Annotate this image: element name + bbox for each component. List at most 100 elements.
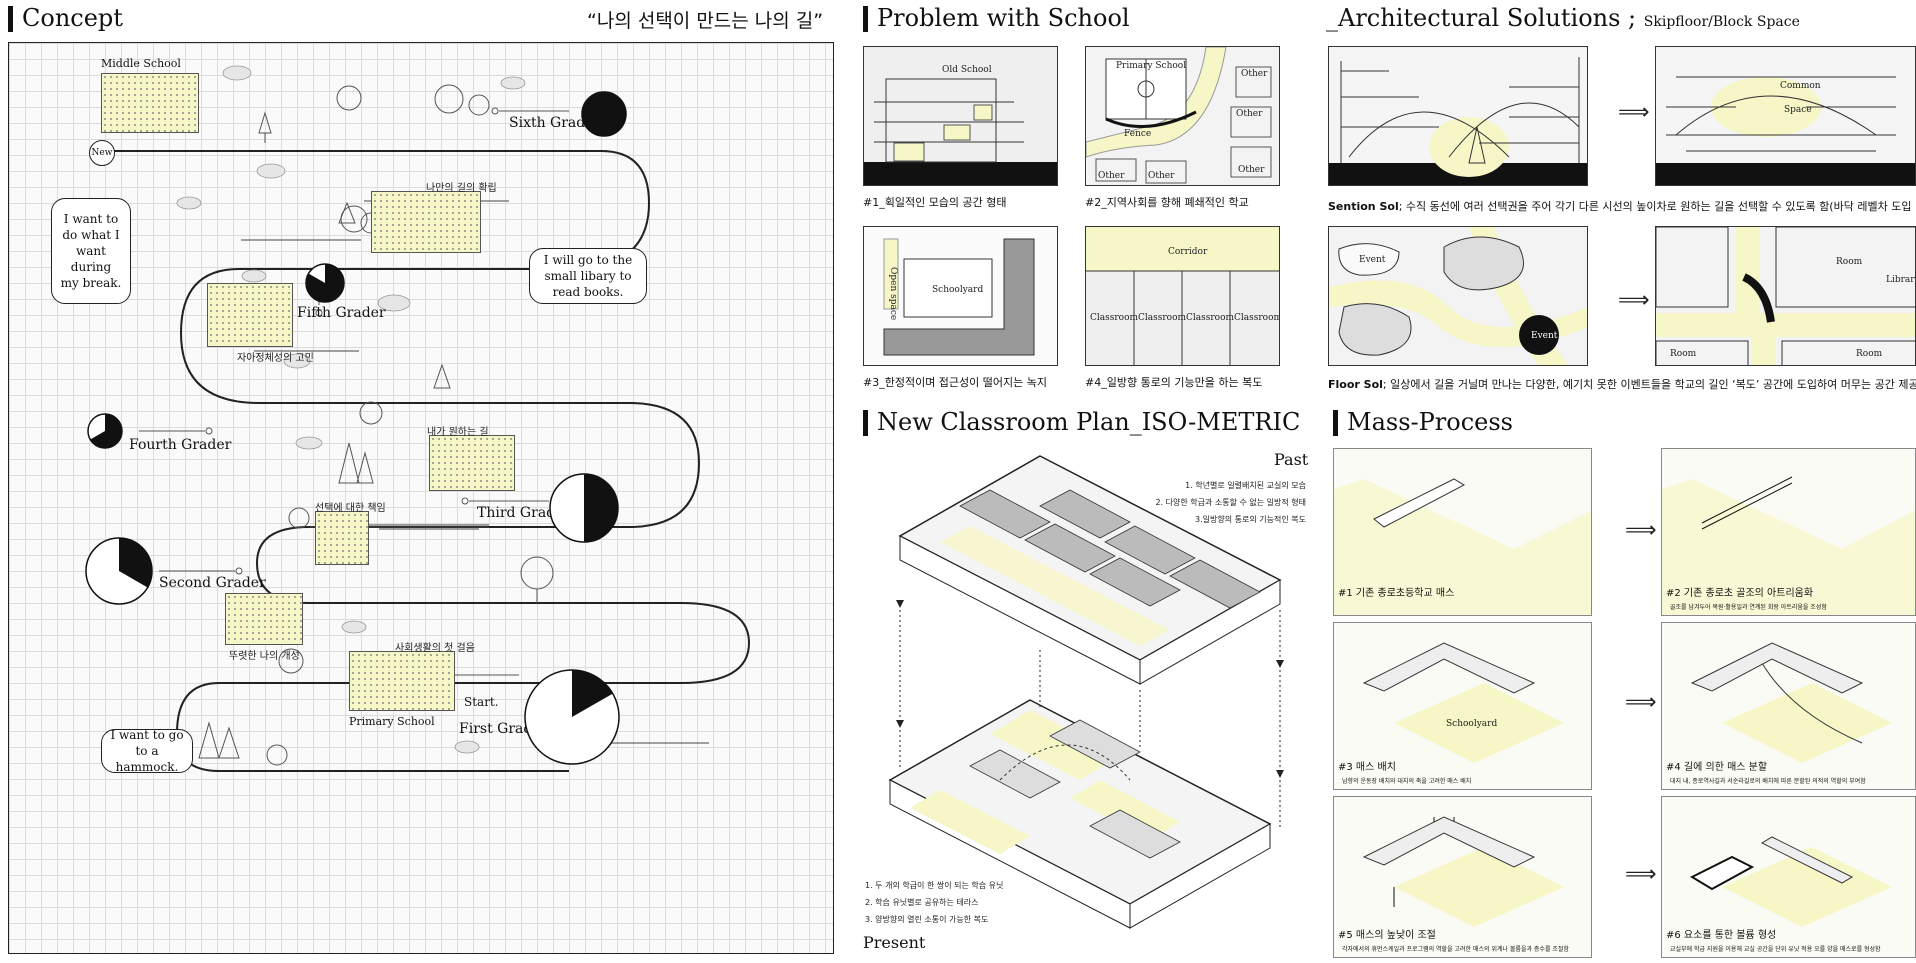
problem-caption-4: #4_일방향 통로의 기능만을 하는 복도	[1085, 376, 1263, 389]
problem-caption-1: #1_획일적인 모습의 공간 형태	[863, 196, 1007, 209]
korean-k2: 자아정체성의 고민	[237, 353, 314, 364]
corridor-label: Corridor	[1168, 247, 1208, 257]
schoolyard-tag: Schoolyard	[1446, 719, 1498, 729]
schoolyard-label: Schoolyard	[932, 285, 984, 295]
iso-drawing	[888, 455, 1284, 929]
other-label-5: Other	[1238, 165, 1265, 175]
block-k3	[429, 435, 515, 491]
korean-k3: 내가 원하는 길	[427, 427, 489, 438]
mass-caption-5: #5 매스의 높낮이 조절	[1338, 930, 1436, 941]
pie-slice	[572, 670, 613, 717]
classroom-label-2: Classroom	[1138, 313, 1187, 323]
room-label-2: Room	[1670, 349, 1697, 359]
mass-caption-2: #2 기존 종로초 골조의 아트리움화	[1666, 588, 1814, 599]
problem-caption-2: #2_지역사회를 향해 폐쇄적인 학교	[1085, 196, 1249, 209]
fence-label: Fence	[1124, 129, 1152, 139]
room-label-1: Room	[1836, 257, 1863, 267]
label-second-grader: Second Grader	[159, 575, 266, 591]
block-k2	[207, 283, 293, 347]
mass-note-6: 교실부에 학급 지원을 이용해 교실 공간을 단위 유닛 적용 오를 양을 매스…	[1670, 946, 1881, 953]
classroom-label-3: Classroom	[1186, 313, 1235, 323]
mass-note-4: 대지 내, 종로역사길과 서순라길로의 배치에 따른 분할된 의적의 역할의 부…	[1670, 778, 1866, 785]
library-label: Library	[1886, 275, 1915, 285]
pie-slice	[584, 474, 618, 542]
mass-panel-3: Schoolyard #3 매스 배치 남향의 운동장 배치와 대지의 축을 고…	[1333, 622, 1592, 790]
pie-fourth	[87, 413, 123, 449]
old-school-label: Old School	[942, 65, 992, 75]
label-fourth-grader: Fourth Grader	[129, 437, 232, 453]
mass-caption-4: #4 길에 의한 매스 분할	[1666, 762, 1768, 773]
pie-slice	[582, 92, 626, 136]
sention-sol-line: Sention Sol; 수직 동선에 여러 선택권을 주어 각기 다른 시선의…	[1328, 198, 1911, 214]
sention-sol-label: Sention Sol	[1328, 200, 1399, 213]
pie-slice	[90, 414, 122, 448]
other-label-1: Other	[1241, 69, 1268, 79]
pie-second	[85, 537, 153, 605]
mass-panel-1: #1 기존 종로초등학교 매스	[1333, 448, 1592, 616]
mass-panel-5: #5 매스의 높낮이 조절 각자에서의 휴먼스케일과 프로그램의 역할을 고려한…	[1333, 796, 1592, 958]
concept-path-drawing	[91, 65, 751, 772]
past-note-1: 1. 학년별로 일렬배치된 교실의 모습	[1185, 481, 1306, 490]
pie-third	[549, 473, 619, 543]
arch-panel-sention-before	[1328, 46, 1588, 186]
common-label: Common	[1780, 81, 1821, 91]
open-space-label: Open space	[888, 267, 898, 321]
problem-panel-3: Schoolyard Open space	[863, 226, 1058, 366]
floor-sol-text: ; 일상에서 길을 거닐며 만나는 다양한, 예기치 못한 이벤트들을 학교의 …	[1382, 378, 1916, 391]
past-note-3: 3.일방향의 통로의 기능적인 복도	[1195, 515, 1306, 524]
event-label-1: Event	[1359, 255, 1386, 265]
block-k1	[371, 191, 481, 253]
arch-panel-sention-after: Common Space	[1655, 46, 1916, 186]
pie-first	[524, 669, 620, 765]
mass-note-2: 골조를 남겨두어 복원·활용일과 연계된 회랑 아트리움을 조성함	[1670, 604, 1827, 611]
label-middle-school: Middle School	[101, 57, 181, 70]
pie-slice	[306, 264, 344, 302]
mass-panel-2: #2 기존 종로초 골조의 아트리움화 골조를 남겨두어 복원·활용일과 연계된…	[1661, 448, 1916, 616]
label-sixth-grader: Sixth Grader	[509, 115, 601, 131]
classroom-label-1: Classroom	[1090, 313, 1139, 323]
problem-panel-1: Old School	[863, 46, 1058, 186]
label-start: Start.	[464, 695, 499, 709]
present-label: Present	[863, 933, 926, 952]
other-label-3: Other	[1098, 171, 1125, 181]
block-k5	[225, 593, 303, 645]
present-note-2: 2. 학습 유닛별로 공유하는 테라스	[865, 898, 979, 907]
arch-panel-floor-before: Event Event	[1328, 226, 1588, 366]
arch-title: _Architectural Solutions ;	[1326, 4, 1637, 32]
arrow-mass-1: ⟹	[1625, 518, 1657, 543]
primary-school-block	[349, 651, 455, 711]
new-badge: New	[89, 140, 115, 166]
label-primary-school: Primary School	[349, 715, 435, 728]
mass-panel-4: #4 길에 의한 매스 분할 대지 내, 종로역사길과 서순라길로의 배치에 따…	[1661, 622, 1916, 790]
other-label-2: Other	[1236, 109, 1263, 119]
classroom-label-4: Classroom	[1234, 313, 1280, 323]
arrow-sention: ⟹	[1618, 100, 1650, 125]
concept-quote: “나의 선택이 만드는 나의 길”	[587, 10, 824, 32]
sention-sol-text: ; 수직 동선에 여러 선택권을 주어 각기 다른 시선의 높이차로 원하는 길…	[1398, 200, 1912, 213]
bubble-hammock: I want to go to a hammock.	[101, 728, 193, 774]
present-note-3: 3. 양방향의 열린 소통이 가능한 복도	[865, 915, 989, 924]
event-label-2: Event	[1531, 331, 1558, 341]
problem-panel-2: Primary School Fence Other Other Other O…	[1085, 46, 1280, 186]
pie-sixth	[581, 91, 627, 137]
past-note-2: 2. 다양한 학급과 소통할 수 없는 일방적 형태	[1155, 498, 1306, 507]
block-k4	[315, 511, 369, 565]
other-label-4: Other	[1148, 171, 1175, 181]
mass-note-3: 남향의 운동장 배치와 대지의 축을 고려한 매스 배치	[1342, 778, 1472, 785]
floor-sol-line: Floor Sol; 일상에서 길을 거닐며 만나는 다양한, 예기치 못한 이…	[1328, 376, 1916, 392]
classroom-title: New Classroom Plan_ISO-METRIC	[863, 408, 1300, 436]
mass-caption-3: #3 매스 배치	[1338, 762, 1396, 773]
problem-panel-4: Corridor Classroom Classroom Classroom C…	[1085, 226, 1280, 366]
floor-sol-label: Floor Sol	[1328, 378, 1383, 391]
arch-subtitle: Skipfloor/Block Space	[1643, 14, 1800, 30]
concept-title: Concept	[8, 4, 123, 32]
korean-k4: 선택에 대한 책임	[315, 503, 386, 514]
mass-note-5: 각자에서의 휴먼스케일과 프로그램의 역할을 고려한 매스의 위계나 볼륨을과 …	[1342, 946, 1569, 953]
arch-panel-floor-after: Room Room Room Library	[1655, 226, 1916, 366]
korean-k6: 사회생활의 첫 걸음	[395, 643, 475, 654]
mass-panel-6: #6 요소를 통한 볼륨 형성 교실부에 학급 지원을 이용해 교실 공간을 단…	[1661, 796, 1916, 958]
mass-caption-6: #6 요소를 통한 볼륨 형성	[1666, 930, 1777, 941]
mass-caption-1: #1 기존 종로초등학교 매스	[1338, 588, 1455, 599]
arrow-floor: ⟹	[1618, 288, 1650, 313]
korean-k5: 뚜렷한 나의 개성	[229, 651, 300, 662]
